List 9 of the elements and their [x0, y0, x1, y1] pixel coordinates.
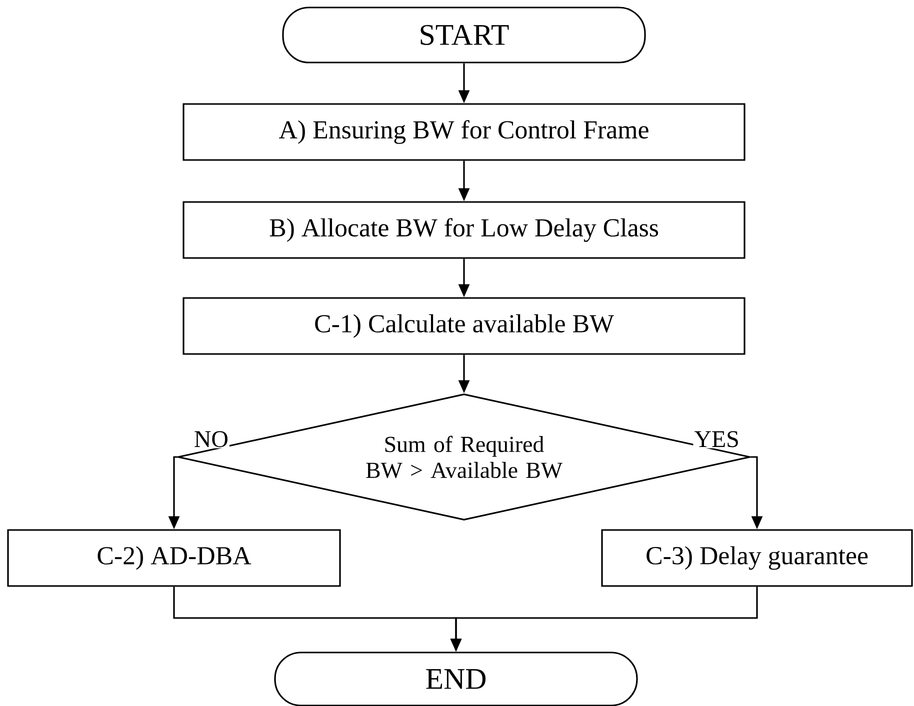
- process-box: C-2) AD-DBA: [7, 529, 341, 587]
- edge-label: NO: [194, 431, 228, 448]
- process-box: C-1) Calculate available BW: [182, 297, 746, 355]
- process-box: B) Allocate BW for Low Delay Class: [182, 201, 746, 259]
- terminal-box: END: [274, 652, 638, 706]
- terminal-box: START: [282, 6, 646, 64]
- process-box: A) Ensuring BW for Control Frame: [182, 103, 746, 161]
- edge-label: YES: [694, 431, 738, 448]
- process-box: C-3) Delay guarantee: [601, 529, 913, 587]
